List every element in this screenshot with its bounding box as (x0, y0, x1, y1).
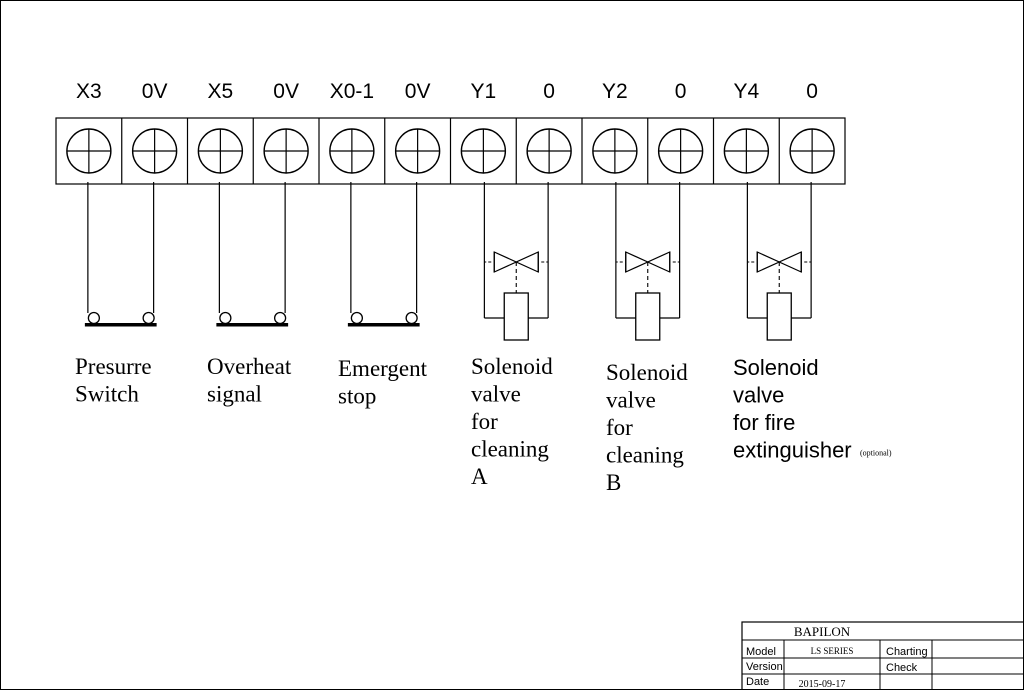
terminal-block (55, 117, 846, 185)
device-label-line: valve (606, 388, 656, 413)
device-label-line: cleaning (471, 437, 549, 462)
terminal-label: 0V (142, 80, 168, 103)
device-label-line: Solenoid (606, 360, 688, 385)
terminal-screw-icon (657, 128, 704, 174)
title-block: BAPILON Model LS SERIES Version Date 201… (741, 621, 1024, 690)
device-label-line: extinguisher (733, 438, 852, 463)
pressure-switch-icon (84, 182, 157, 327)
terminal-screw-icon (460, 128, 507, 174)
terminal-label: X0-1 (330, 80, 374, 103)
device-label-line: valve (471, 382, 521, 407)
terminal-screw-icon (526, 128, 572, 174)
devices (84, 182, 812, 341)
device-label-line: Overheat (207, 354, 292, 379)
solenoid-valve-icon (746, 182, 812, 341)
terminal-label: X5 (208, 80, 234, 103)
terminal-label: 0 (543, 80, 555, 103)
check-label: Check (886, 662, 918, 674)
optional-note: (optional) (860, 449, 892, 458)
terminal-screw-icon (131, 128, 178, 174)
model-value: LS SERIES (811, 646, 854, 656)
device-label-line: stop (338, 384, 376, 409)
solenoid-valve-icon (615, 182, 681, 341)
device-label-line: for fire (733, 410, 795, 435)
terminal-label: Y2 (602, 80, 628, 103)
date-value: 2015-09-17 (799, 679, 846, 690)
terminal-screw-icon (394, 128, 441, 174)
device-label-line: valve (733, 383, 784, 408)
charting-label: Charting (886, 646, 928, 658)
terminal-screw-icon (329, 128, 375, 174)
device-label-line: for (606, 415, 633, 440)
terminal-label: 0 (675, 80, 687, 103)
terminal-label: 0V (273, 80, 299, 103)
device-label-line: B (606, 470, 621, 495)
terminal-screw-icon (592, 128, 638, 174)
company-name: BAPILON (794, 624, 851, 639)
device-label-line: cleaning (606, 443, 684, 468)
terminal-label: Y4 (734, 80, 760, 103)
solenoid-valve-icon (483, 182, 549, 341)
pressure-switch-icon (216, 182, 289, 327)
date-label: Date (746, 676, 769, 688)
terminal-label: X3 (76, 80, 102, 103)
terminal-screw-icon (66, 128, 112, 174)
model-label: Model (746, 646, 776, 658)
terminal-labels: X3 0V X5 0V X0-1 0V Y1 0 Y2 0 Y4 0 (76, 80, 818, 103)
terminal-screw-icon (197, 128, 244, 174)
device-label-line: Emergent (338, 356, 428, 381)
terminal-screw-icon (263, 128, 309, 174)
title-block-frame (741, 621, 1024, 690)
terminal-label: 0V (405, 80, 431, 103)
device-label-line: Solenoid (471, 354, 553, 379)
device-label-line: Presurre (75, 354, 152, 379)
device-label-line: Switch (75, 382, 139, 407)
terminal-label: 0 (806, 80, 818, 103)
pressure-switch-icon (347, 182, 420, 327)
version-label: Version (746, 661, 783, 673)
device-label-line: Solenoid (733, 355, 819, 380)
device-label-line: signal (207, 382, 262, 407)
terminal-label: Y1 (471, 80, 497, 103)
device-label-line: for (471, 409, 498, 434)
device-label-line: A (471, 464, 488, 489)
terminal-screw-icon (723, 128, 770, 174)
terminal-screw-icon (789, 128, 835, 174)
